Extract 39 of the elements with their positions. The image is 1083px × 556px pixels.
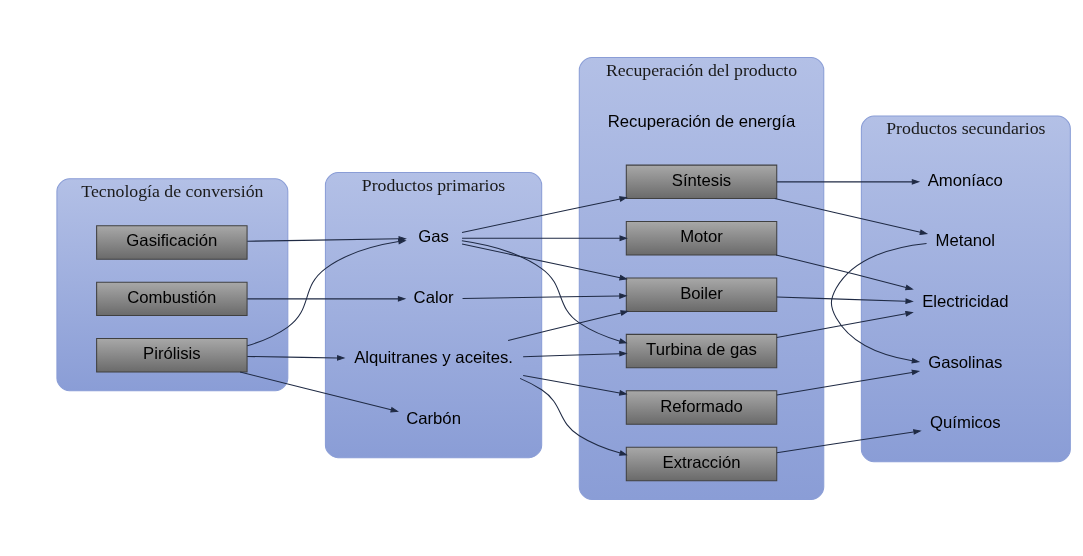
node-box: Gasificación [96, 224, 248, 260]
arrow [830, 242, 928, 364]
arrow [776, 310, 914, 338]
node-box: Turbina de gas [625, 333, 778, 368]
arrow [461, 234, 628, 241]
arrow [246, 295, 407, 302]
arrow [507, 309, 629, 341]
node-text: Electricidad [922, 291, 1009, 311]
arrow [522, 374, 628, 396]
arrow [774, 197, 929, 235]
arrow [246, 354, 346, 361]
arrow [775, 254, 914, 290]
arrow [461, 243, 628, 280]
node-box: Reformado [625, 389, 778, 425]
arrow [776, 369, 921, 396]
arrow [776, 296, 914, 304]
arrow [461, 195, 628, 233]
arrow [522, 350, 628, 357]
node-text: Gasolinas [928, 352, 1003, 372]
node-text: Metanol [935, 230, 996, 250]
node-box: Síntesis [625, 164, 778, 199]
arrow [461, 239, 628, 344]
label: Recuperación de energía [607, 111, 796, 131]
node-text: Carbón [406, 408, 461, 428]
node-text: Alquitranes y aceites. [354, 347, 513, 367]
node-text: Gas [418, 226, 449, 246]
arrow [239, 371, 399, 412]
node-text: Amoníaco [927, 170, 1003, 190]
node-box: Boiler [625, 276, 778, 312]
node-box: Extracción [625, 446, 778, 481]
arrow [776, 178, 921, 185]
node-box: Motor [625, 220, 778, 255]
node-box: Combustión [96, 281, 248, 316]
arrow [519, 377, 628, 456]
node-text: Químicos [930, 412, 1001, 432]
arrow [462, 292, 628, 299]
arrow [776, 428, 922, 453]
node-box: Pirólisis [96, 337, 248, 372]
node-text: Calor [413, 287, 454, 307]
